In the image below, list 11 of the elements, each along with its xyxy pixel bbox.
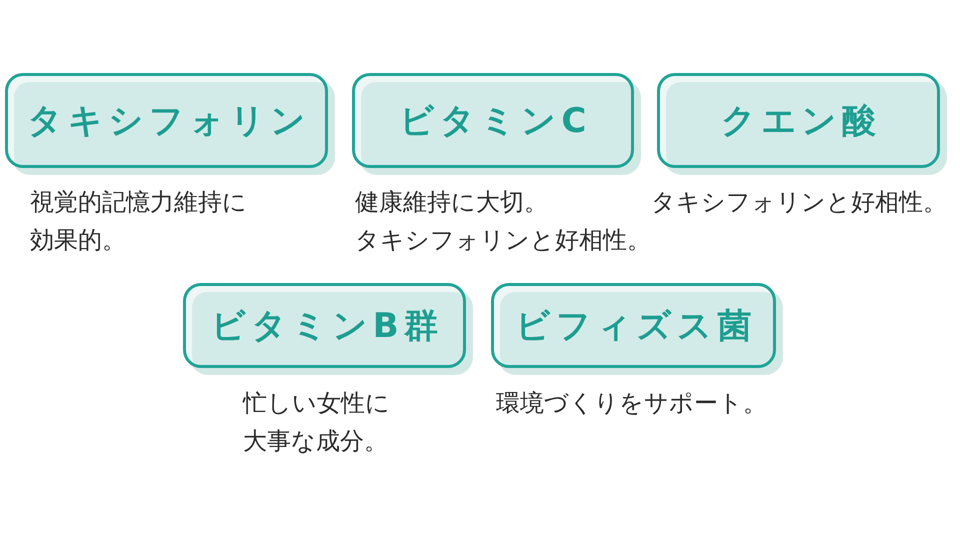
description-text: 視覚的記憶力維持に効果的。 (30, 187, 248, 256)
description-text: 忙しい女性に大事な成分。 (243, 388, 391, 457)
box-title: ビタミンB群 (210, 308, 444, 342)
box-title: タキシフォリン (26, 104, 311, 138)
description-text: タキシフォリンと好相性。 (355, 225, 651, 256)
description-text: タキシフォリンと好相性。 (651, 187, 947, 218)
box-title: ビタミンC (398, 104, 592, 138)
box-title: クエン酸 (720, 104, 882, 138)
box-title: ビフィズス菌 (514, 308, 758, 342)
description-text: 健康維持に大切。 (355, 187, 548, 218)
description-text: 環境づくりをサポート。 (496, 388, 767, 419)
